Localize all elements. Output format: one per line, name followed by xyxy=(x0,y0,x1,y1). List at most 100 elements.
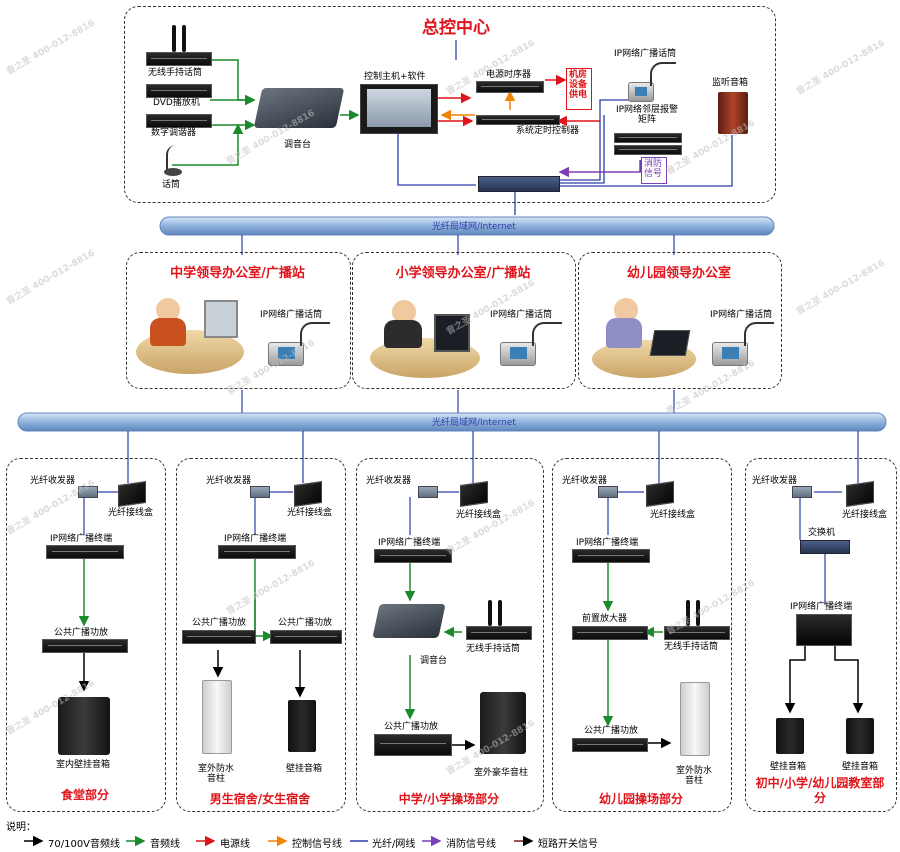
host-screen xyxy=(367,89,431,127)
zone5-fiber-label: 光纤收发器 xyxy=(752,476,798,486)
zone2-speaker1-label: 室外防水音柱 xyxy=(197,764,234,784)
alarm-matrix-label: IP网络邻层报警矩阵 xyxy=(615,105,679,125)
zone2-fiber-transceiver xyxy=(250,486,270,498)
zone4-wireless-receiver xyxy=(664,626,730,640)
office-ip-mic-1 xyxy=(268,342,304,366)
zone-panel-5 xyxy=(745,458,897,812)
zone3-box-label: 光纤接线盒 xyxy=(456,510,502,520)
zone3-outdoor-speaker xyxy=(480,692,526,754)
zone2-speaker2-label: 壁挂音箱 xyxy=(286,764,323,774)
dvd-label: DVD播放机 xyxy=(153,98,200,108)
office-mic-gooseneck-1 xyxy=(300,322,330,346)
person-body-icon xyxy=(606,318,642,348)
zone2-amp1-label: 公共广播功放 xyxy=(192,618,247,628)
office-mic-gooseneck-2 xyxy=(532,322,562,346)
zone5-ip-terminal xyxy=(796,614,852,646)
zone1-wall-speaker xyxy=(58,697,110,755)
system-timer xyxy=(476,115,560,125)
legend-item-control: 控制信号线 xyxy=(292,839,342,850)
zone2-terminal-label: IP网络广播终端 xyxy=(224,534,287,544)
zone2-fiber-box xyxy=(294,481,322,507)
zone1-terminal-label: IP网络广播终端 xyxy=(50,534,113,544)
wireless-mic-label: 无线手持话筒 xyxy=(148,68,203,78)
zone4-amp-label: 公共广播功放 xyxy=(584,726,639,736)
wireless-mic-receiver xyxy=(146,52,212,66)
zone3-fiber-transceiver xyxy=(418,486,438,498)
zone2-amplifier-2 xyxy=(270,630,342,644)
handheld-mic-icon xyxy=(488,600,492,626)
zone1-amp-label: 公共广播功放 xyxy=(54,628,109,638)
monitor-speaker xyxy=(718,92,748,134)
legend-item-70v: 70/100V音频线 xyxy=(48,839,121,850)
zone4-fiber-transceiver xyxy=(598,486,618,498)
zone2-wall-speaker xyxy=(288,700,316,752)
ip-mic-gooseneck xyxy=(650,62,676,86)
zone2-amp2-label: 公共广播功放 xyxy=(278,618,333,628)
office-panel-1 xyxy=(126,252,351,389)
zone3-wireless-label: 无线手持话筒 xyxy=(466,644,521,654)
handheld-mic-icon xyxy=(498,600,502,626)
zone5-switch-label: 交换机 xyxy=(808,528,836,538)
legend-item-power: 电源线 xyxy=(220,839,250,850)
ip-mic-label: IP网络广播话筒 xyxy=(614,49,677,59)
zone4-fiber-box xyxy=(646,481,674,507)
office-laptop xyxy=(649,330,691,356)
host-label: 控制主机+软件 xyxy=(364,72,426,82)
zone1-amplifier xyxy=(42,639,128,653)
office-mic-label-2: IP网络广播话筒 xyxy=(490,310,553,320)
zone3-fiber-label: 光纤收发器 xyxy=(366,476,412,486)
zone1-fiber-label: 光纤收发器 xyxy=(30,476,76,486)
alarm-matrix-device-2 xyxy=(614,145,682,155)
zone2-ip-terminal xyxy=(218,545,296,559)
zone4-preamplifier xyxy=(572,626,648,640)
handheld-mic-icon xyxy=(696,600,700,626)
zone3-amp-label: 公共广播功放 xyxy=(384,722,439,732)
control-center-title: 总控中心 xyxy=(422,18,490,38)
zone5-network-switch xyxy=(800,540,850,554)
network-top-label: 光纤局域网/Internet xyxy=(432,222,516,232)
zone4-box-label: 光纤接线盒 xyxy=(650,510,696,520)
timer-label: 系统定时控制器 xyxy=(516,126,580,136)
office-panel-2 xyxy=(352,252,576,389)
zone5-terminal-label: IP网络广播终端 xyxy=(790,602,853,612)
zone5-wall-speaker-2 xyxy=(846,718,874,754)
power-sequencer xyxy=(476,81,544,93)
office-ip-mic-2 xyxy=(500,342,536,366)
zone4-amplifier xyxy=(572,738,648,752)
fire-signal-label: 消防信号 xyxy=(643,159,662,179)
zone3-terminal-label: IP网络广播终端 xyxy=(378,538,441,548)
zone4-speaker-label: 室外防水音柱 xyxy=(675,766,712,786)
zone4-title: 幼儿园操场部分 xyxy=(598,792,683,806)
fire-signal-box xyxy=(641,157,667,184)
legend-item-switch: 短路开关信号 xyxy=(538,839,598,850)
zone5-title: 初中/小学/幼儿园教室部分 xyxy=(755,776,885,805)
zone5-fiber-transceiver xyxy=(792,486,812,498)
ip-mic-device xyxy=(628,82,654,102)
mic-label: 话筒 xyxy=(162,180,181,190)
zone-panel-3 xyxy=(356,458,544,812)
zone3-mixer-label: 调音台 xyxy=(420,656,448,666)
office-monitor xyxy=(434,314,470,352)
zone3-mixer-console xyxy=(372,604,446,638)
office-panel-3 xyxy=(578,252,782,389)
legend-item-fiber: 光纤/网线 xyxy=(372,839,416,850)
zone1-box-label: 光纤接线盒 xyxy=(108,508,154,518)
zone-panel-4 xyxy=(552,458,732,812)
mic-base-icon xyxy=(164,168,182,176)
office-title-2: 小学领导办公室/广播站 xyxy=(395,266,531,281)
legend-title: 说明： xyxy=(6,822,36,833)
zone5-wall-speaker-1 xyxy=(776,718,804,754)
handheld-mic-icon xyxy=(686,600,690,626)
zone1-ip-terminal xyxy=(46,545,124,559)
zone5-fiber-box xyxy=(846,481,874,507)
handheld-mic-icon xyxy=(172,25,176,52)
zone4-ip-terminal xyxy=(572,549,650,563)
office-mic-label-3: IP网络广播话筒 xyxy=(710,310,773,320)
person-body-icon xyxy=(150,318,186,346)
mixer-label: 调音台 xyxy=(284,140,312,150)
zone3-title: 中学/小学操场部分 xyxy=(398,792,500,806)
zone2-column-speaker xyxy=(202,680,232,754)
zone1-title: 食堂部分 xyxy=(60,788,109,802)
zone-panel-1 xyxy=(6,458,166,812)
